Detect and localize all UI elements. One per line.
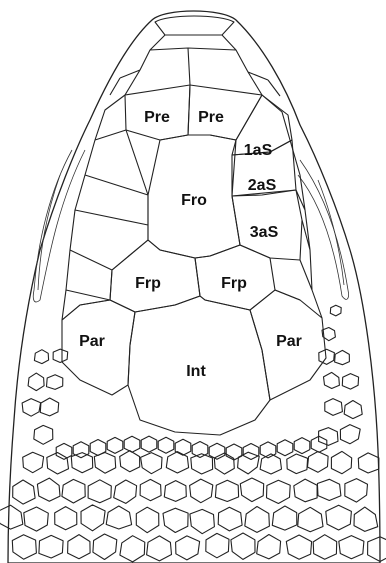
label-par-left: Par <box>79 333 105 350</box>
label-frp-right: Frp <box>221 275 247 292</box>
label-par-right: Par <box>276 333 302 350</box>
label-fro: Fro <box>181 192 207 209</box>
head-outline <box>8 11 380 563</box>
label-pre-left: Pre <box>144 109 170 126</box>
label-2as: 2aS <box>248 177 277 194</box>
label-1as: 1aS <box>244 142 273 159</box>
label-frp-left: Frp <box>135 275 161 292</box>
label-3as: 3aS <box>250 224 279 241</box>
label-pre-right: Pre <box>198 109 224 126</box>
label-int: Int <box>186 363 206 380</box>
